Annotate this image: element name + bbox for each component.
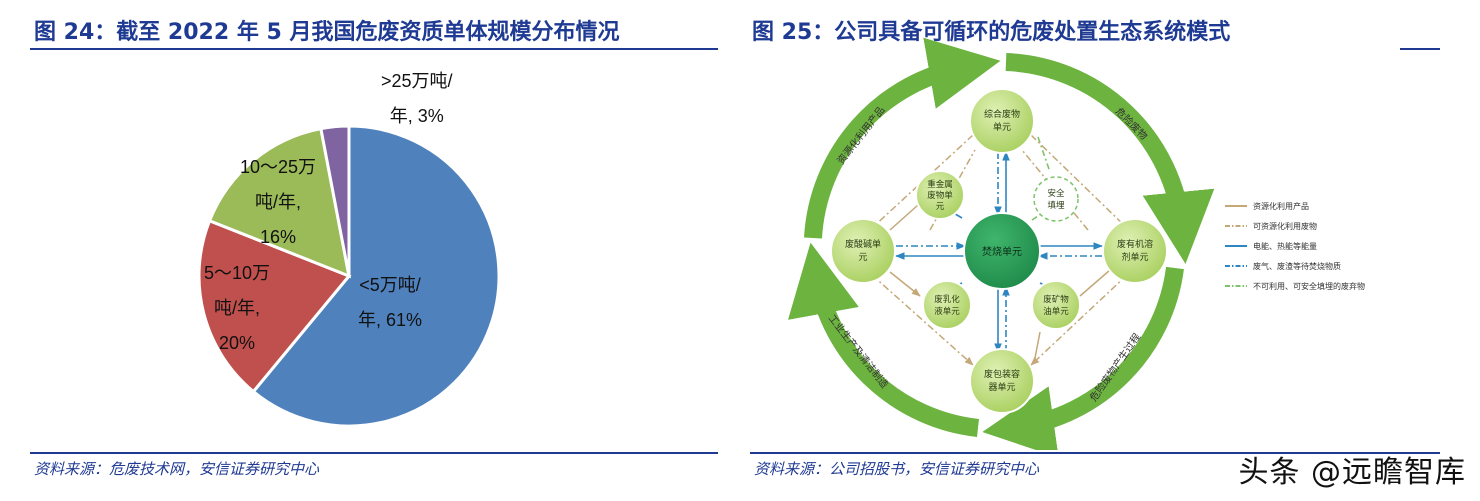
node-upper-left: 重金属 废物单 元 [915, 170, 965, 220]
svg-text:元: 元 [936, 202, 945, 212]
node-safe-landfill: 安全 填埋 [1033, 176, 1079, 222]
watermark: 头条 @远瞻智库 [1238, 455, 1466, 490]
pie-label-under-5: <5万吨/年, 61% [358, 275, 423, 330]
svg-text:重金属: 重金属 [927, 179, 953, 190]
svg-text:废有机溶: 废有机溶 [1117, 238, 1153, 250]
svg-text:废乳化: 废乳化 [934, 294, 960, 305]
svg-text:油单元: 油单元 [1043, 306, 1069, 317]
ecosystem-diagram: 资源化利用产品 危险废物 工业生产及清洁制造 危险废物产生过程 [788, 37, 1365, 450]
svg-text:废物单: 废物单 [927, 190, 953, 201]
node-right: 废有机溶 剂单元 [1102, 218, 1168, 284]
svg-text:剂单元: 剂单元 [1121, 251, 1148, 263]
figure-24-title: 图 24：截至 2022 年 5 月我国危废资质单体规模分布情况 [34, 20, 620, 45]
figure-25-source: 资料来源：公司招股书，安信证券研究中心 [754, 460, 1040, 478]
svg-text:液单元: 液单元 [934, 306, 960, 317]
node-bottom: 废包装容 器单元 [969, 348, 1035, 414]
pie-slice-3 [207, 126, 351, 279]
arc-label-bottom-left: 工业生产及清洁制造 [826, 312, 892, 391]
svg-text:废包装容: 废包装容 [984, 368, 1020, 380]
figure-24-source: 资料来源：危废技术网，安信证券研究中心 [34, 460, 320, 478]
svg-text:综合废物: 综合废物 [984, 108, 1020, 120]
pie-slice-4 [319, 124, 351, 277]
legend-label-3: 电能、热能等能量 [1253, 241, 1317, 251]
svg-text:安全: 安全 [1047, 188, 1065, 199]
legend-label-1: 资源化利用产品 [1253, 201, 1309, 211]
svg-text:元: 元 [858, 253, 867, 263]
node-lower-right: 废矿物 油单元 [1031, 280, 1081, 330]
diagram-legend: 资源化利用产品可资源化利用废物电能、热能等能量废气、废渣等待焚烧物质不可利用、可… [1225, 201, 1365, 291]
svg-text:废矿物: 废矿物 [1043, 294, 1069, 305]
node-lower-left: 废乳化 液单元 [922, 280, 972, 330]
legend-label-4: 废气、废渣等待焚烧物质 [1253, 261, 1341, 271]
svg-text:填埋: 填埋 [1047, 200, 1065, 211]
svg-text:废酸碱单: 废酸碱单 [845, 238, 881, 250]
figure-25-panel: 图 25：公司具备可循环的危废处置生态系统模式 资源化利用产品 危险废物 工业生… [750, 0, 1480, 501]
pie-chart [197, 124, 501, 428]
pie-slice-2 [197, 218, 352, 394]
svg-text:器单元: 器单元 [988, 381, 1015, 393]
title-rule [1400, 48, 1440, 50]
legend-label-5: 不可利用、可安全填埋的废弃物 [1253, 281, 1365, 291]
source-rule [30, 452, 718, 454]
node-center-incineration: 焚烧单元 [963, 212, 1041, 290]
pie-slice-1 [251, 124, 501, 428]
cycle-arcs [788, 37, 1215, 450]
node-left: 废酸碱单 元 [830, 218, 896, 284]
figure-24-panel: 图 24：截至 2022 年 5 月我国危废资质单体规模分布情况 >25万吨/年… [0, 0, 730, 501]
pie-label-over-25: >25万吨/年, 3% [381, 71, 453, 126]
source-rule [750, 452, 1440, 454]
svg-text:焚烧单元: 焚烧单元 [982, 245, 1022, 258]
legend-label-2: 可资源化利用废物 [1253, 221, 1317, 231]
pie-label-5-10: 5～10万吨/年,20% [204, 263, 271, 353]
pie-label-10-25: 10～25万吨/年,16% [240, 157, 317, 247]
title-rule [30, 48, 718, 50]
svg-text:单元: 单元 [993, 121, 1011, 133]
node-top: 综合废物 单元 [969, 88, 1035, 154]
